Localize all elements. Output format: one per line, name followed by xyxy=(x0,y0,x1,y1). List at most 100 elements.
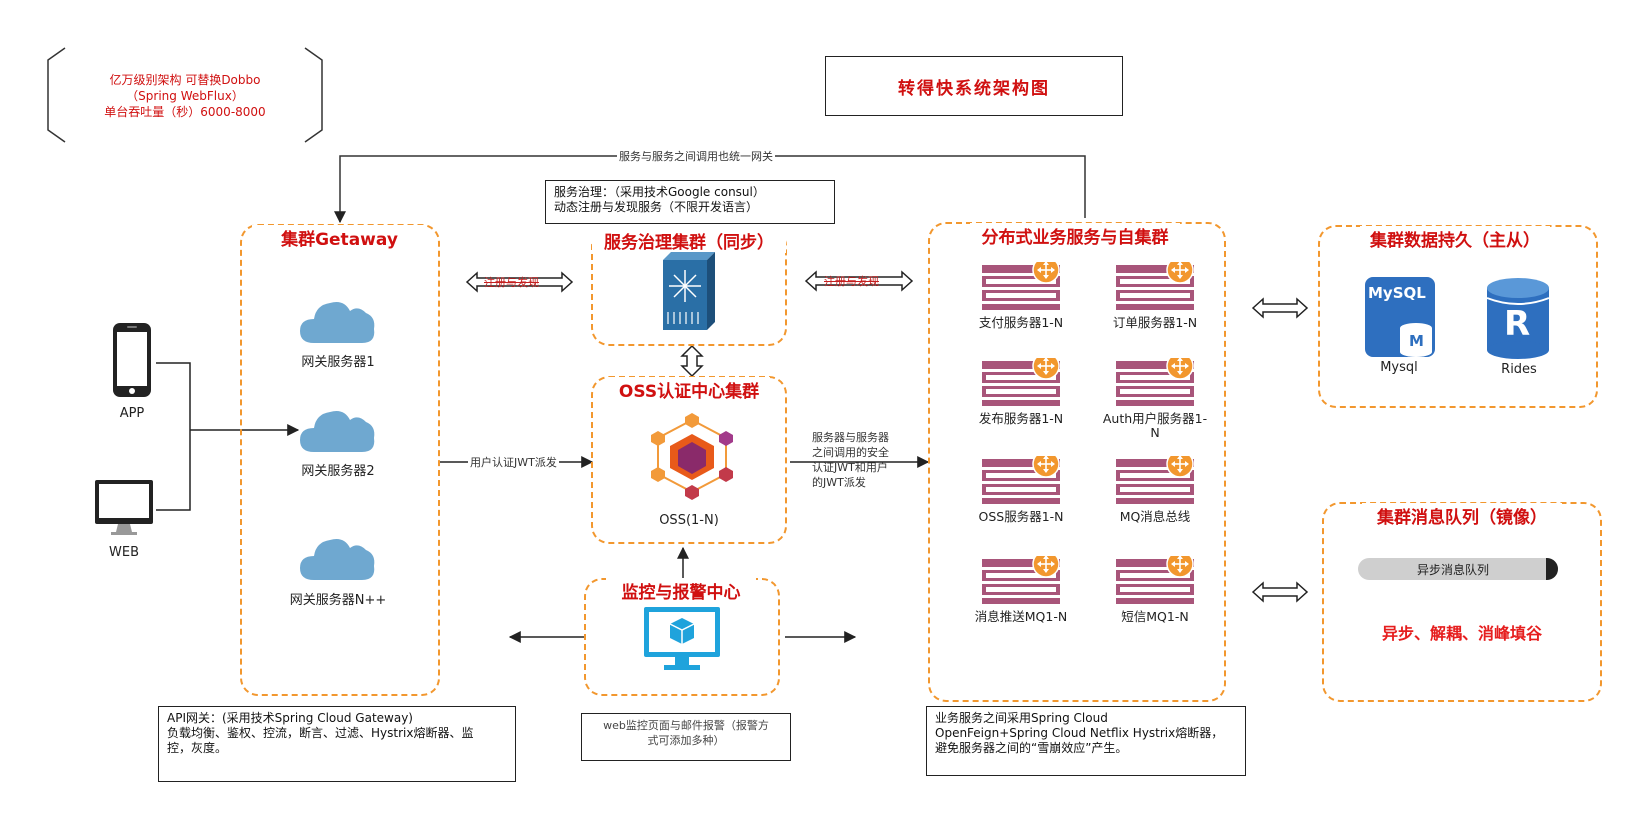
register-arrow-left xyxy=(465,271,574,293)
service-node: 短信MQ1-N xyxy=(1114,556,1224,646)
page-title-box: 转得快系统架构图 xyxy=(825,56,1123,116)
cloud-icon xyxy=(300,302,375,343)
gateway-note-line2: 负载均衡、鉴权、控流，断言、过滤、Hystrix熔断器、监 xyxy=(167,726,474,740)
gateway-note-line3: 控，灰度。 xyxy=(167,741,228,755)
server-icon xyxy=(1116,456,1194,504)
service-label: 订单服务器1-N xyxy=(1112,315,1198,330)
redis-icon-text: R xyxy=(1504,304,1531,344)
service-label: MQ消息总线 xyxy=(1119,509,1191,524)
server-icon xyxy=(1116,358,1194,406)
monitor-note-line2: 式可添加多种） xyxy=(647,734,725,747)
register-label-left: 注册与发现 xyxy=(484,276,539,289)
service-node: 发布服务器1-N xyxy=(979,358,1090,448)
register-label-right: 注册与发现 xyxy=(824,275,879,288)
monitor-note-line1: web监控页面与邮件报警（报警方 xyxy=(603,719,769,732)
queue-bar-end xyxy=(1546,558,1558,580)
service-node: OSS服务器1-N xyxy=(978,456,1090,546)
note-bracket-right xyxy=(304,47,323,143)
mysql-icon-sub: M xyxy=(1409,332,1424,350)
mysql-icon: MySQL M xyxy=(1364,276,1436,358)
persist-title: 集群数据持久（主从） xyxy=(1360,226,1550,251)
gateway-title: 集群Getaway xyxy=(252,225,427,250)
service-label: 短信MQ1-N xyxy=(1121,609,1189,624)
redis-icon: R xyxy=(1486,276,1550,360)
mq-cluster xyxy=(1322,502,1602,702)
server-icon xyxy=(982,456,1060,504)
cloud-icon xyxy=(300,411,375,452)
top-note-line2: （Spring WebFlux） xyxy=(126,89,244,103)
service-label: Auth用户服务器1-N xyxy=(1102,411,1208,440)
service-jwt-line1: 服务器与服务器 xyxy=(812,431,889,444)
service-label: OSS服务器1-N xyxy=(978,509,1064,524)
server-icon xyxy=(1116,262,1194,310)
gateway-note-line1: API网关：(采用技术Spring Cloud Gateway) xyxy=(167,711,413,725)
oss-label: OSS(1-N) xyxy=(659,513,719,528)
mq-title: 集群消息队列（镜像） xyxy=(1362,503,1562,528)
monitor-title: 监控与报警中心 xyxy=(606,578,756,603)
service-label: 支付服务器1-N xyxy=(978,315,1064,330)
web-label: WEB xyxy=(109,545,139,560)
monitor-icon xyxy=(95,480,153,535)
service-jwt-line2: 之间调用的安全 xyxy=(812,446,889,459)
redis-label: Rides xyxy=(1501,362,1537,377)
service-node: 支付服务器1-N xyxy=(979,262,1090,352)
governance-title: 服务治理集群（同步） xyxy=(592,228,786,253)
queue-label: 异步消息队列 xyxy=(1416,563,1489,577)
phone-icon xyxy=(113,323,151,397)
server-icon xyxy=(982,358,1060,406)
queue-bar: 异步消息队列 xyxy=(1358,558,1558,580)
server-icon xyxy=(1116,556,1194,604)
gateway-link-label: 服务与服务之间调用也统一网关 xyxy=(617,148,775,164)
gateway-server-2: 网关服务器2 xyxy=(301,464,375,479)
governance-note-line1: 服务治理：（采用技术Google consul） xyxy=(554,185,765,199)
service-node: 订单服务器1-N xyxy=(1113,262,1224,352)
client-bracket-line xyxy=(156,362,191,511)
business-note-line1: 业务服务之间采用Spring Cloud xyxy=(935,711,1108,725)
web-client xyxy=(94,478,154,540)
persist-cluster xyxy=(1318,225,1598,408)
server-icon xyxy=(982,262,1060,310)
oss-hexagon-icon xyxy=(651,413,733,500)
business-note-line3: 避免服务器之间的“雪崩效应”产生。 xyxy=(935,741,1128,755)
top-note: 亿万级别架构 可替换Dobbo （Spring WebFlux） 单台吞吐量（秒… xyxy=(70,72,300,120)
monitor-note: web监控页面与邮件报警（报警方 式可添加多种） xyxy=(581,713,791,761)
gateway-server-n: 网关服务器N++ xyxy=(289,593,387,608)
mysql-label: Mysql xyxy=(1380,360,1418,375)
cloud-icon xyxy=(300,539,375,580)
service-node: 消息推送MQ1-N xyxy=(975,556,1090,646)
service-label: 消息推送MQ1-N xyxy=(974,609,1068,624)
app-label: APP xyxy=(119,406,145,421)
business-title: 分布式业务服务与自集群 xyxy=(970,223,1180,248)
top-note-line1: 亿万级别架构 可替换Dobbo xyxy=(109,73,261,87)
gateway-note: API网关：(采用技术Spring Cloud Gateway) 负载均衡、鉴权… xyxy=(158,706,516,782)
governance-note: 服务治理：（采用技术Google consul） 动态注册与发现服务（不限开发语… xyxy=(545,180,835,224)
gateway-server-1: 网关服务器1 xyxy=(301,355,375,370)
business-note-line2: OpenFeign+Spring Cloud Netflix Hystrix熔断… xyxy=(935,726,1224,740)
jwt-label: 用户认证JWT派发 xyxy=(468,454,559,470)
governance-note-line2: 动态注册与发现服务（不限开发语言） xyxy=(554,200,759,214)
monitoring-screen-icon xyxy=(644,607,720,670)
app-client xyxy=(111,321,155,401)
service-node: MQ消息总线 xyxy=(1114,456,1224,546)
register-arrow-right xyxy=(804,270,914,292)
mq-slogan: 异步、解耦、消峰填谷 xyxy=(1381,624,1542,643)
service-jwt-label: 服务器与服务器 之间调用的安全 认证JWT和用户 的JWT派发 xyxy=(812,430,889,490)
business-persist-arrow xyxy=(1251,297,1309,319)
service-jwt-line4: 的JWT派发 xyxy=(812,476,866,489)
top-note-line3: 单台吞吐量（秒）6000-8000 xyxy=(104,105,266,119)
service-jwt-line3: 认证JWT和用户 xyxy=(812,461,888,474)
service-label: 发布服务器1-N xyxy=(978,411,1064,426)
oss-title: OSS认证中心集群 xyxy=(608,377,770,402)
governance-oss-arrow xyxy=(680,344,704,378)
note-bracket-left xyxy=(47,47,66,143)
business-note: 业务服务之间采用Spring Cloud OpenFeign+Spring Cl… xyxy=(926,706,1246,776)
business-mq-arrow xyxy=(1251,581,1309,603)
mysql-db-shape xyxy=(1365,277,1435,357)
switch-icon xyxy=(663,252,715,330)
redis-db-shape xyxy=(1486,278,1550,359)
server-icon xyxy=(982,556,1060,604)
page-title: 转得快系统架构图 xyxy=(898,78,1050,99)
mysql-icon-text: MySQL xyxy=(1368,284,1426,302)
service-node: Auth用户服务器1-N xyxy=(1103,358,1224,448)
